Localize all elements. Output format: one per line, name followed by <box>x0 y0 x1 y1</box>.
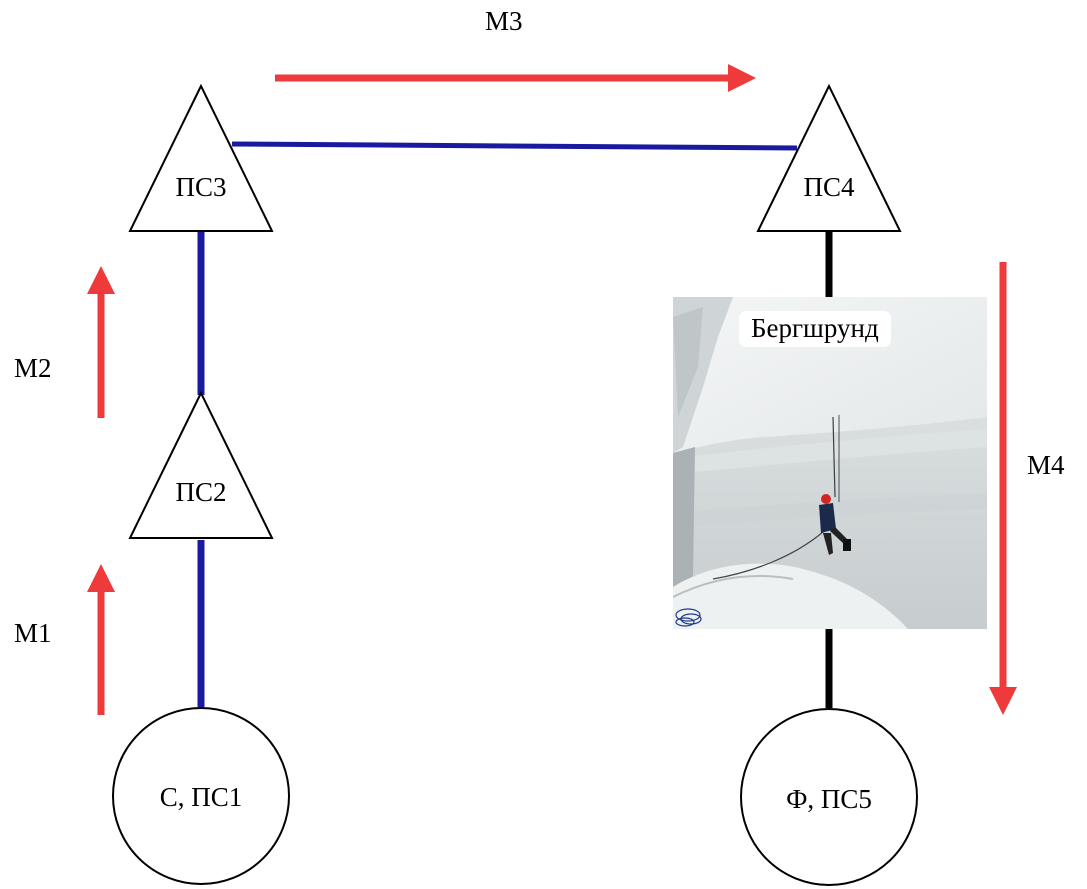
move-label-m4: М4 <box>1027 450 1065 480</box>
route-line-ps3-ps4 <box>231 141 798 151</box>
node-start: С, ПС1 <box>112 707 290 885</box>
climber-figure <box>819 494 851 555</box>
node-ps2-label: ПС2 <box>175 477 226 507</box>
node-ps4-label: ПС4 <box>803 172 855 202</box>
move-label-m3: М3 <box>485 6 523 36</box>
bergschrund-photo: Бергшрунд <box>673 297 987 629</box>
move-label-m1: М1 <box>14 618 52 648</box>
node-ps2: ПС2 <box>128 390 274 539</box>
node-start-label: С, ПС1 <box>160 782 243 812</box>
crevasse-image <box>673 297 987 629</box>
node-ps3-label: ПС3 <box>175 172 226 202</box>
node-ps4: ПС4 <box>756 83 902 232</box>
node-finish-label: Ф, ПС5 <box>786 784 872 814</box>
node-ps3: ПС3 <box>128 83 274 232</box>
move-label-m2: М2 <box>14 353 52 383</box>
bergschrund-label: Бергшрунд <box>739 311 891 347</box>
node-finish: Ф, ПС5 <box>740 708 918 886</box>
